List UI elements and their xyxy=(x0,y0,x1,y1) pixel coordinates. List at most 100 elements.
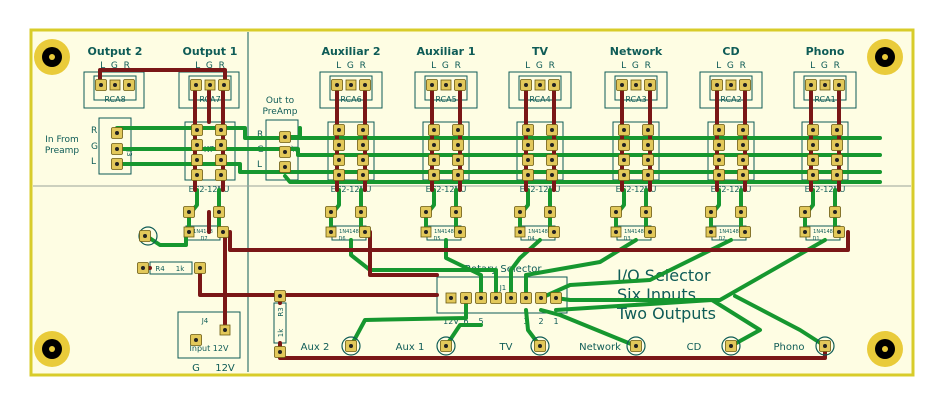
in-from-preamp-line2: Preamp xyxy=(45,146,80,156)
input-rca-inner xyxy=(709,75,753,101)
pad-drill xyxy=(456,143,460,147)
input-rca-outline xyxy=(604,71,668,109)
pad-drill xyxy=(217,210,221,214)
diode-part-label: 1N4148 xyxy=(339,229,359,235)
input-rca-outline xyxy=(414,71,478,109)
input-rca-inner xyxy=(614,75,658,101)
bus-g xyxy=(115,147,882,157)
pad-drill xyxy=(432,158,436,162)
input-rca-outline xyxy=(793,71,857,109)
input-pins: L G R xyxy=(716,61,746,71)
in-from-preamp-housing xyxy=(98,117,132,175)
in-from-preamp-l: L xyxy=(91,157,96,167)
diode-ref-label: D4 xyxy=(527,236,534,242)
led-phono xyxy=(733,294,827,348)
diode-part-label: 1N4148 xyxy=(719,229,739,235)
pad-drill xyxy=(634,344,638,348)
pad-drill xyxy=(518,230,522,234)
input-rca-ref: RCA3 xyxy=(625,95,646,104)
input-pins: L G R xyxy=(621,61,651,71)
rotary-pin-label-5: 5 xyxy=(478,317,483,326)
pad-drill xyxy=(811,143,815,147)
output-2-ref: RCA8 xyxy=(104,95,125,104)
led-d7-ring xyxy=(138,226,158,246)
pad-drill xyxy=(361,158,365,162)
mounting-hole-top-right xyxy=(867,39,903,75)
pad-drill xyxy=(811,128,815,132)
pad-drill xyxy=(432,173,436,177)
pad-drill xyxy=(278,350,282,354)
pad-drill xyxy=(717,128,721,132)
diode-part-label: 1N4148 xyxy=(624,229,644,235)
power-j4-ref: J4 xyxy=(201,317,209,325)
pad-drill xyxy=(432,128,436,132)
pad-drill xyxy=(456,128,460,132)
pad-drill xyxy=(219,173,223,177)
diode-part-label: 1N4148 xyxy=(528,229,548,235)
pad-drill xyxy=(187,210,191,214)
led-ring-3 xyxy=(626,336,646,356)
input-label: Phono xyxy=(806,45,845,58)
pad-drill xyxy=(837,230,841,234)
diode-part-label: 1N4148 xyxy=(434,229,454,235)
pad-drill xyxy=(524,296,528,300)
pad-drill xyxy=(337,143,341,147)
input-rca-ref: RCA1 xyxy=(814,95,835,104)
pad-drill xyxy=(359,210,363,214)
led-label-network: Network xyxy=(579,342,621,353)
mounting-hole-bottom-right xyxy=(867,331,903,367)
pad-drill xyxy=(741,158,745,162)
pad-drill xyxy=(194,83,198,87)
pad-drill xyxy=(741,128,745,132)
pad-drill xyxy=(550,143,554,147)
power-pin-g: G xyxy=(192,363,200,374)
pad-drill xyxy=(195,128,199,132)
pad-drill xyxy=(424,210,428,214)
output-2-label: Output 2 xyxy=(88,45,143,58)
pad-drill xyxy=(479,296,483,300)
relay-k7-part: EC2-12NU xyxy=(189,185,230,194)
pad-drill xyxy=(715,83,719,87)
pad-drill xyxy=(223,328,227,332)
out-pre-bus xyxy=(283,174,882,184)
power-j4-label: Input 12V xyxy=(190,344,229,353)
pad-drill xyxy=(454,210,458,214)
mounting-hole-bottom-left xyxy=(34,331,70,367)
pad-drill xyxy=(221,230,225,234)
output-1-label: Output 1 xyxy=(183,45,238,58)
bus-l xyxy=(115,162,882,174)
pad-drill xyxy=(524,83,528,87)
rotary-pin-label-2: 2 xyxy=(538,317,543,326)
pad-drill xyxy=(432,143,436,147)
pad-drill xyxy=(622,143,626,147)
pad-drill xyxy=(835,128,839,132)
pad-drill xyxy=(278,294,282,298)
pad-drill xyxy=(283,150,287,154)
pad-drill xyxy=(743,83,747,87)
pad-drill xyxy=(622,158,626,162)
input-pins: L G R xyxy=(431,61,461,71)
diode-ref-label: D5 xyxy=(433,236,440,242)
pad-drill xyxy=(646,128,650,132)
pad-drill xyxy=(709,230,713,234)
pad-drill xyxy=(646,158,650,162)
pad-drill xyxy=(835,143,839,147)
out-pre-r xyxy=(288,126,302,139)
input-pins: L G R xyxy=(336,61,366,71)
pad-drill xyxy=(552,230,556,234)
pad-drill xyxy=(548,210,552,214)
pad-drill xyxy=(648,230,652,234)
pad-drill xyxy=(449,296,453,300)
pad-drill xyxy=(283,135,287,139)
pad-drill xyxy=(349,83,353,87)
relay-part-label: EC2-12NU xyxy=(426,185,467,194)
pad-drill xyxy=(361,128,365,132)
pad-drill xyxy=(361,173,365,177)
diode-common xyxy=(228,230,850,252)
pad-drill xyxy=(458,83,462,87)
diode-ref-label: D2 xyxy=(718,236,725,242)
pad-drill xyxy=(709,210,713,214)
led-aux1 xyxy=(444,323,483,348)
out-to-preamp-l: L xyxy=(257,160,262,170)
